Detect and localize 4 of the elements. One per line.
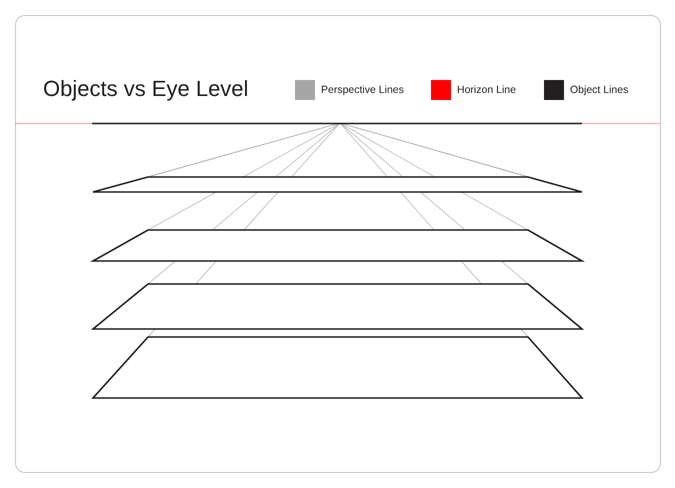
legend-label: Horizon Line bbox=[457, 84, 516, 96]
diagram-title: Objects vs Eye Level bbox=[43, 76, 248, 102]
legend-label: Object Lines bbox=[570, 84, 628, 96]
legend-label: Perspective Lines bbox=[321, 84, 404, 96]
